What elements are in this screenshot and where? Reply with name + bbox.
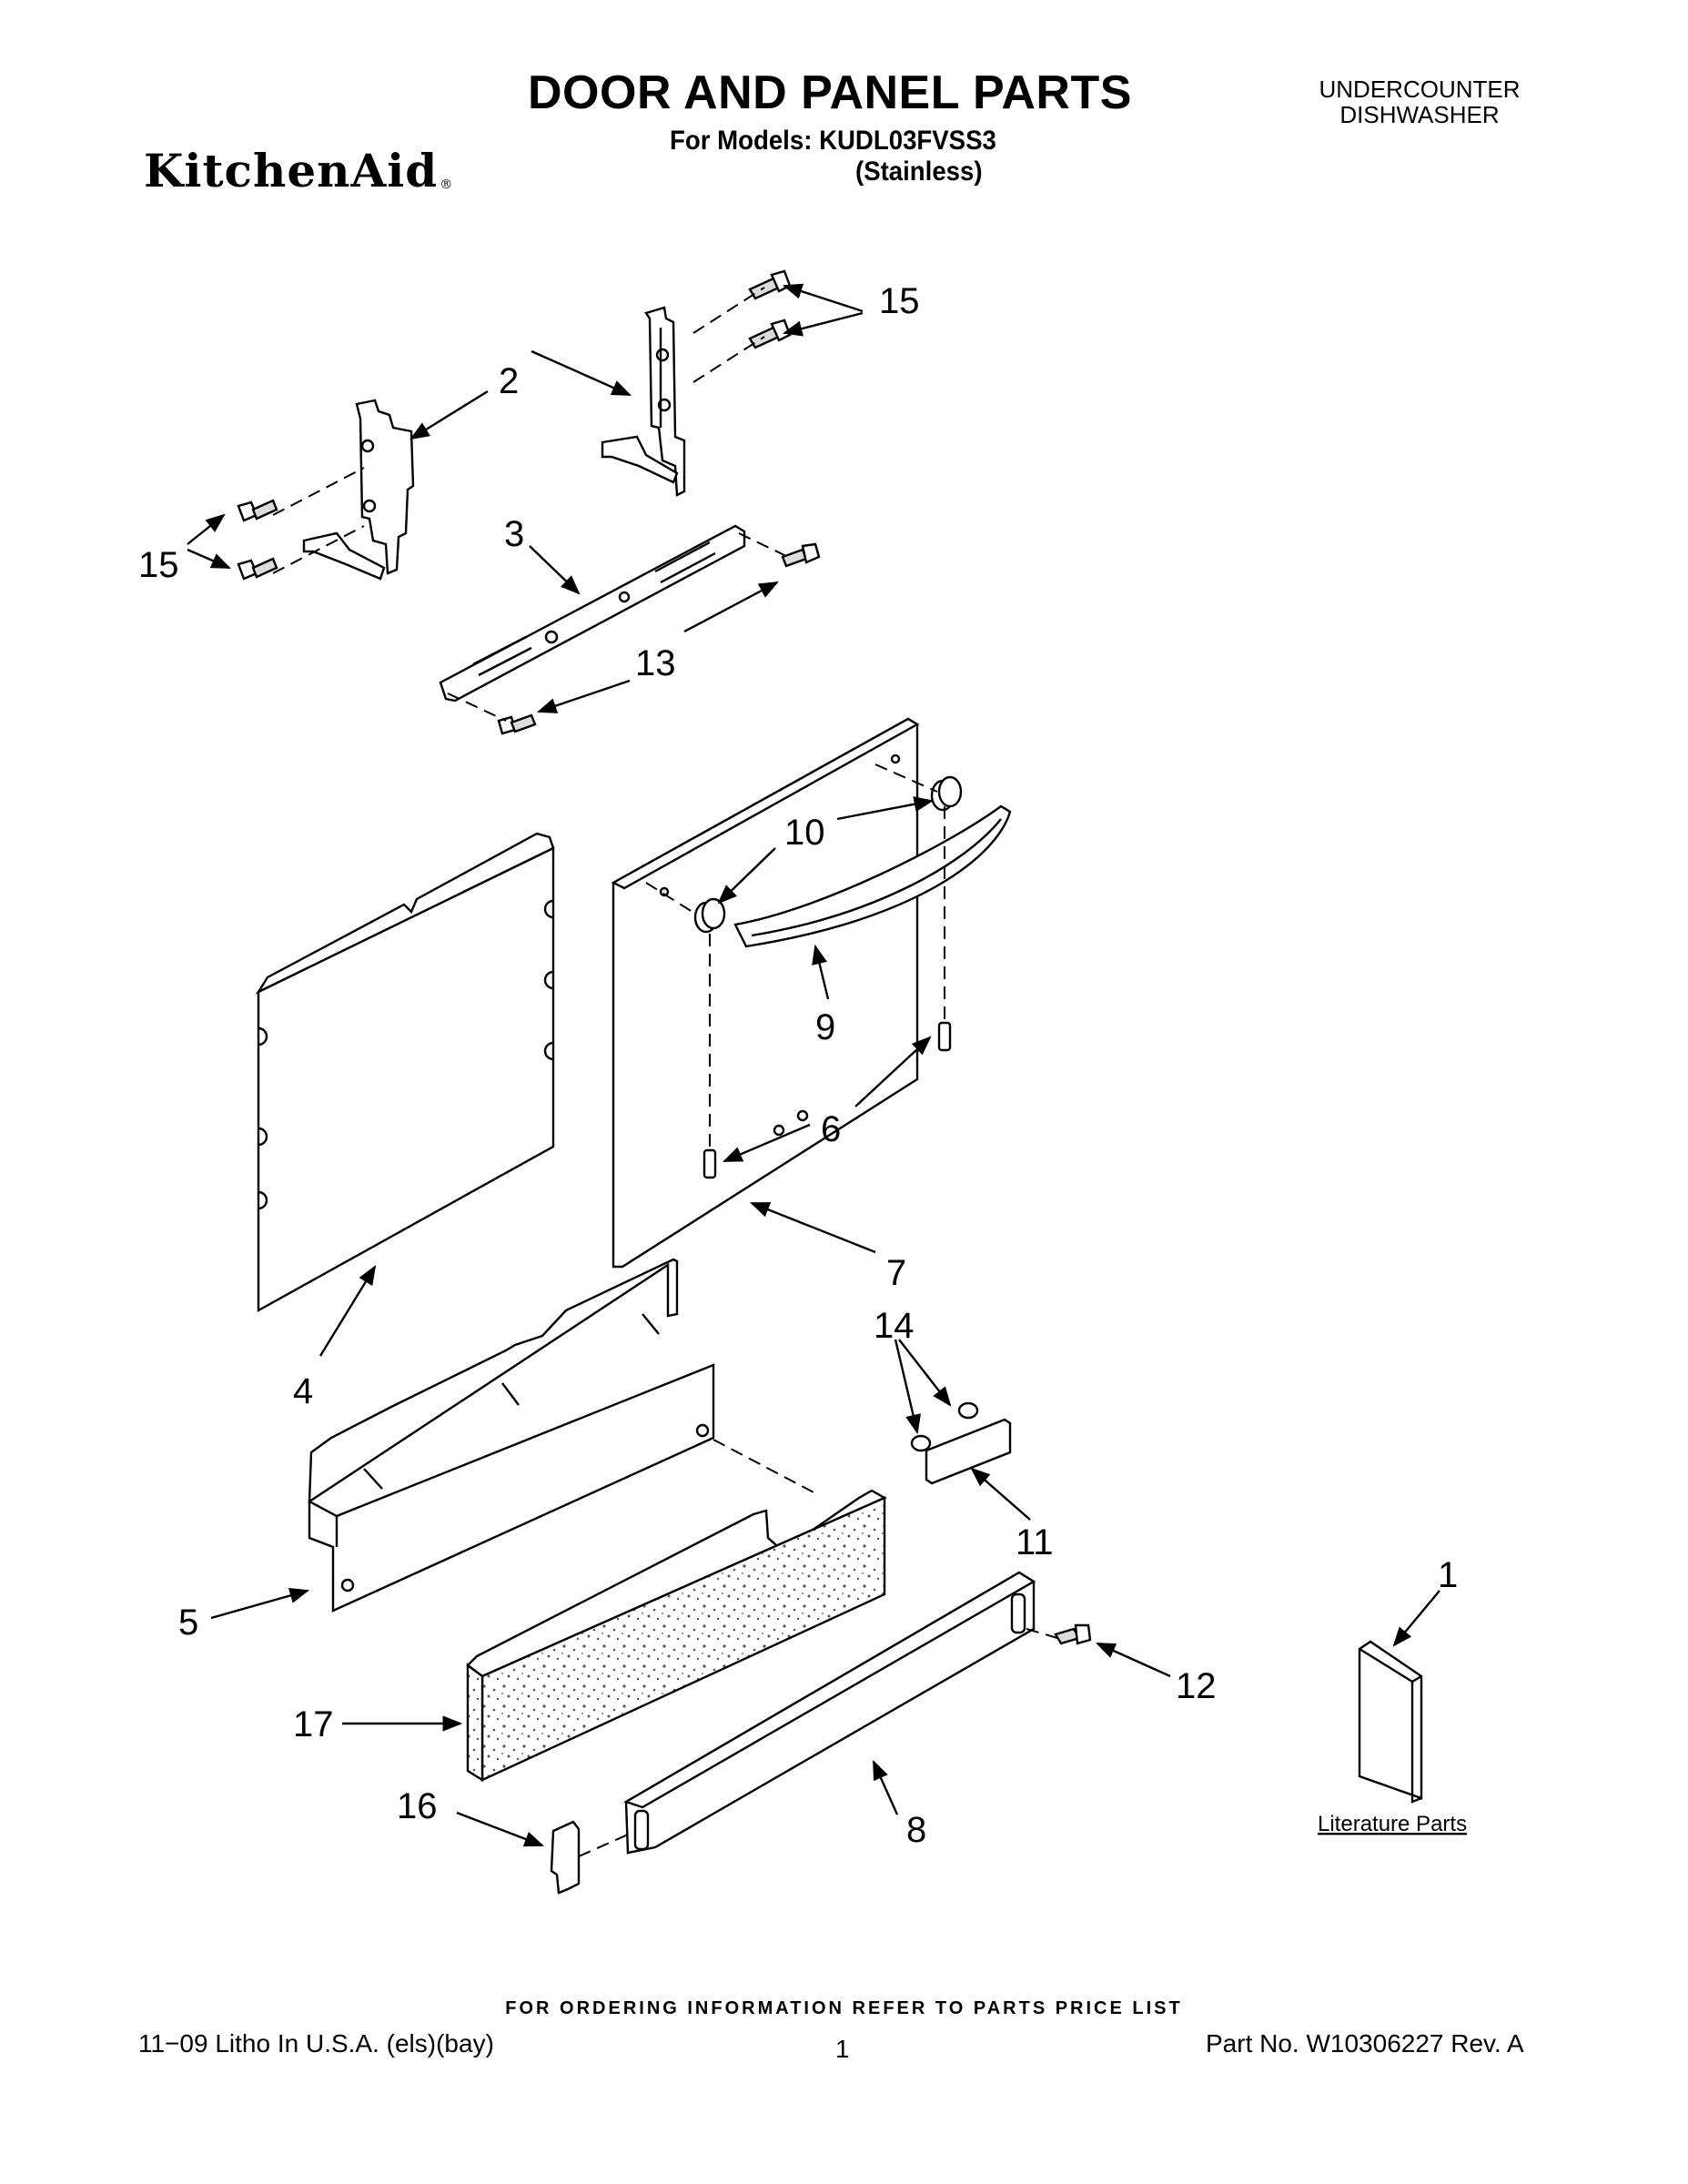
part-13-screw-set xyxy=(497,542,821,735)
callout-5: 5 xyxy=(178,1603,198,1643)
part-5-toe-panel-support xyxy=(308,1258,715,1613)
part-9-door-handle xyxy=(733,804,1012,948)
callout-labels: 15 2 15 3 13 10 9 6 7 4 14 11 5 1 12 17 … xyxy=(138,281,1467,1850)
part-2-right-mounting-bracket xyxy=(601,306,686,497)
ordering-notice: FOR ORDERING INFORMATION REFER TO PARTS … xyxy=(505,1998,1183,2018)
callout-2: 2 xyxy=(499,361,519,401)
callout-13: 13 xyxy=(635,643,676,683)
part-14-nuts xyxy=(910,1401,979,1452)
part-2-left-mounting-bracket xyxy=(302,399,415,581)
part-6-studs xyxy=(702,1021,952,1179)
callout-12: 12 xyxy=(1176,1666,1217,1706)
callout-15-left: 15 xyxy=(138,545,179,585)
page-title: DOOR AND PANEL PARTS xyxy=(528,66,1132,119)
literature-parts-label: Literature Parts xyxy=(1318,1812,1467,1836)
part-number: Part No. W10306227 Rev. A xyxy=(1206,2029,1524,2058)
part-17-insulation xyxy=(466,1489,887,1783)
finish-label: (Stainless) xyxy=(855,157,983,187)
part-15-screw-set-right xyxy=(748,269,792,349)
callout-14: 14 xyxy=(874,1306,915,1346)
callout-7: 7 xyxy=(886,1253,906,1293)
callout-9: 9 xyxy=(815,1007,835,1047)
part-3-bracket-strip xyxy=(439,524,746,703)
part-8-toe-panel xyxy=(623,1571,1036,1855)
part-10-handle-spacers xyxy=(693,775,963,934)
product-type-line2: DISHWASHER xyxy=(1339,101,1500,128)
part-4-door-panel xyxy=(255,832,555,1313)
part-15-screw-set-left xyxy=(237,499,278,581)
callout-10: 10 xyxy=(784,813,825,853)
product-type-line1: UNDERCOUNTER xyxy=(1319,76,1521,103)
part-11-bracket xyxy=(925,1418,1012,1485)
callout-11: 11 xyxy=(1016,1522,1054,1562)
callout-8: 8 xyxy=(906,1810,926,1850)
brand-logo-text: KitchenAid xyxy=(144,144,439,197)
callout-16: 16 xyxy=(397,1786,438,1826)
callout-17: 17 xyxy=(293,1704,334,1744)
leader-lines xyxy=(187,283,1440,1847)
part-16-clip xyxy=(550,1820,581,1895)
assembly-lines xyxy=(272,287,1058,1857)
part-12-screw xyxy=(1054,1623,1092,1645)
product-type: UNDERCOUNTER DISHWASHER xyxy=(1274,76,1565,127)
callout-1: 1 xyxy=(1438,1555,1458,1595)
part-7-door-front xyxy=(611,717,920,1269)
callout-4: 4 xyxy=(293,1371,313,1411)
model-number: For Models: KUDL03FVSS3 xyxy=(670,126,996,156)
registered-mark: ® xyxy=(440,177,454,192)
print-info: 11−09 Litho In U.S.A. (els)(bay) xyxy=(138,2029,494,2058)
callout-6: 6 xyxy=(821,1109,841,1149)
part-1-literature xyxy=(1358,1640,1423,1804)
callout-3: 3 xyxy=(504,514,524,554)
callout-15-right: 15 xyxy=(879,281,920,321)
brand-logo: KitchenAid® xyxy=(144,144,454,197)
page-number: 1 xyxy=(835,2035,850,2063)
